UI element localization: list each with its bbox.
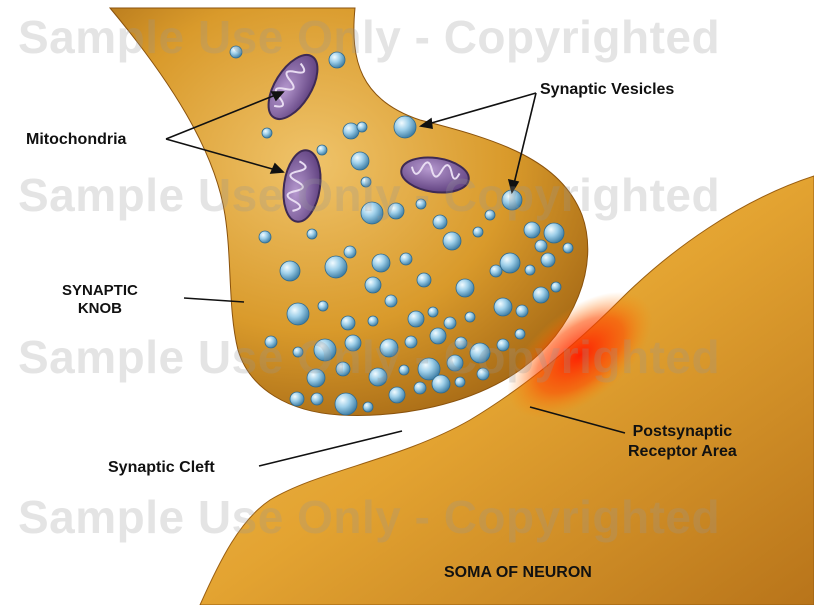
synaptic-vesicle-icon xyxy=(551,282,561,292)
synaptic-vesicle-icon xyxy=(368,316,378,326)
synaptic-vesicle-icon xyxy=(408,311,424,327)
synaptic-vesicle-icon xyxy=(444,317,456,329)
synaptic-vesicle-icon xyxy=(317,145,327,155)
synaptic-vesicle-icon xyxy=(372,254,390,272)
watermark-text: Sample Use Only - Copyrighted xyxy=(18,490,720,544)
label-postsynaptic-line1: Postsynaptic xyxy=(628,422,737,442)
synaptic-vesicle-icon xyxy=(394,116,416,138)
synaptic-vesicle-icon xyxy=(344,246,356,258)
synaptic-vesicle-icon xyxy=(525,265,535,275)
synaptic-vesicle-icon xyxy=(280,261,300,281)
label-postsynaptic-receptor-area: Postsynaptic Receptor Area xyxy=(628,422,737,461)
synaptic-vesicle-icon xyxy=(417,273,431,287)
synaptic-vesicle-icon xyxy=(335,393,357,415)
label-synaptic-knob-line2: KNOB xyxy=(62,300,138,318)
synaptic-vesicle-icon xyxy=(500,253,520,273)
synaptic-vesicle-icon xyxy=(465,312,475,322)
label-synaptic-cleft: Synaptic Cleft xyxy=(108,458,215,478)
synaptic-vesicle-icon xyxy=(325,256,347,278)
synaptic-vesicle-icon xyxy=(318,301,328,311)
synaptic-vesicle-icon xyxy=(365,277,381,293)
synaptic-vesicle-icon xyxy=(443,232,461,250)
synaptic-vesicle-icon xyxy=(456,279,474,297)
label-synaptic-vesicles: Synaptic Vesicles xyxy=(540,80,674,100)
label-synaptic-knob: SYNAPTIC KNOB xyxy=(62,282,138,319)
synaptic-vesicle-icon xyxy=(524,222,540,238)
synaptic-vesicle-icon xyxy=(400,253,412,265)
synaptic-vesicle-icon xyxy=(541,253,555,267)
synaptic-vesicle-icon xyxy=(490,265,502,277)
synaptic-vesicle-icon xyxy=(473,227,483,237)
synaptic-vesicle-icon xyxy=(259,231,271,243)
watermark-text: Sample Use Only - Copyrighted xyxy=(18,330,720,384)
synaptic-vesicle-icon xyxy=(563,243,573,253)
synaptic-vesicle-icon xyxy=(363,402,373,412)
synaptic-vesicle-icon xyxy=(341,316,355,330)
synaptic-vesicle-icon xyxy=(389,387,405,403)
synaptic-vesicle-icon xyxy=(494,298,512,316)
synaptic-vesicle-icon xyxy=(290,392,304,406)
label-synaptic-knob-line1: SYNAPTIC xyxy=(62,282,138,300)
synaptic-vesicle-icon xyxy=(535,240,547,252)
synaptic-vesicle-icon xyxy=(544,223,564,243)
label-postsynaptic-line2: Receptor Area xyxy=(628,442,737,462)
synaptic-vesicle-icon xyxy=(533,287,549,303)
synaptic-vesicle-icon xyxy=(428,307,438,317)
watermark-text: Sample Use Only - Copyrighted xyxy=(18,168,720,222)
synaptic-vesicle-icon xyxy=(385,295,397,307)
synaptic-vesicle-icon xyxy=(311,393,323,405)
label-soma-of-neuron: SOMA OF NEURON xyxy=(444,563,592,583)
synaptic-vesicle-icon xyxy=(262,128,272,138)
synaptic-vesicle-icon xyxy=(357,122,367,132)
label-mitochondria: Mitochondria xyxy=(26,130,126,150)
synaptic-vesicle-icon xyxy=(287,303,309,325)
watermark-text: Sample Use Only - Copyrighted xyxy=(18,10,720,64)
synaptic-vesicle-icon xyxy=(516,305,528,317)
synaptic-vesicle-icon xyxy=(307,229,317,239)
synaptic-vesicle-icon xyxy=(343,123,359,139)
